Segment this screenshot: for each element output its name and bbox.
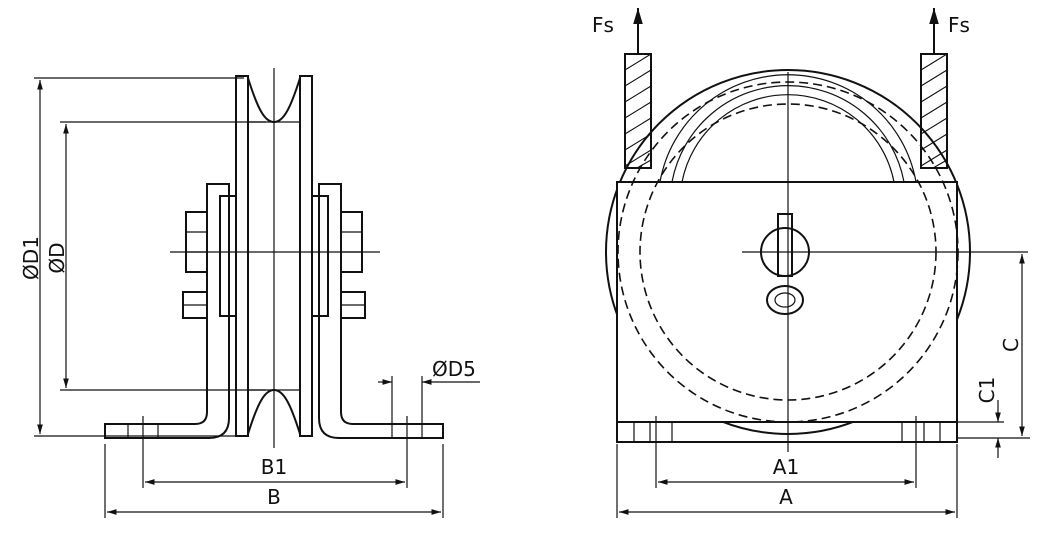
- dim-c-label: C: [999, 338, 1023, 352]
- side-view: ØD1 ØD ØD5 B1 B: [19, 68, 480, 518]
- dim-a-label: A: [779, 485, 793, 509]
- dim-a1-label: A1: [773, 455, 799, 479]
- dim-b1-label: B1: [261, 455, 287, 479]
- force-left-label: Fs: [592, 13, 614, 37]
- dim-d5-label: ØD5: [432, 357, 476, 381]
- front-view: Fs Fs C C1 A1 A: [592, 8, 1030, 518]
- rope-left: [624, 53, 652, 169]
- dim-c1-label: C1: [975, 377, 999, 404]
- dim-b-label: B: [267, 485, 281, 509]
- dim-d-label: ØD: [45, 242, 69, 273]
- force-right-label: Fs: [948, 13, 970, 37]
- dim-d1-label: ØD1: [19, 236, 43, 280]
